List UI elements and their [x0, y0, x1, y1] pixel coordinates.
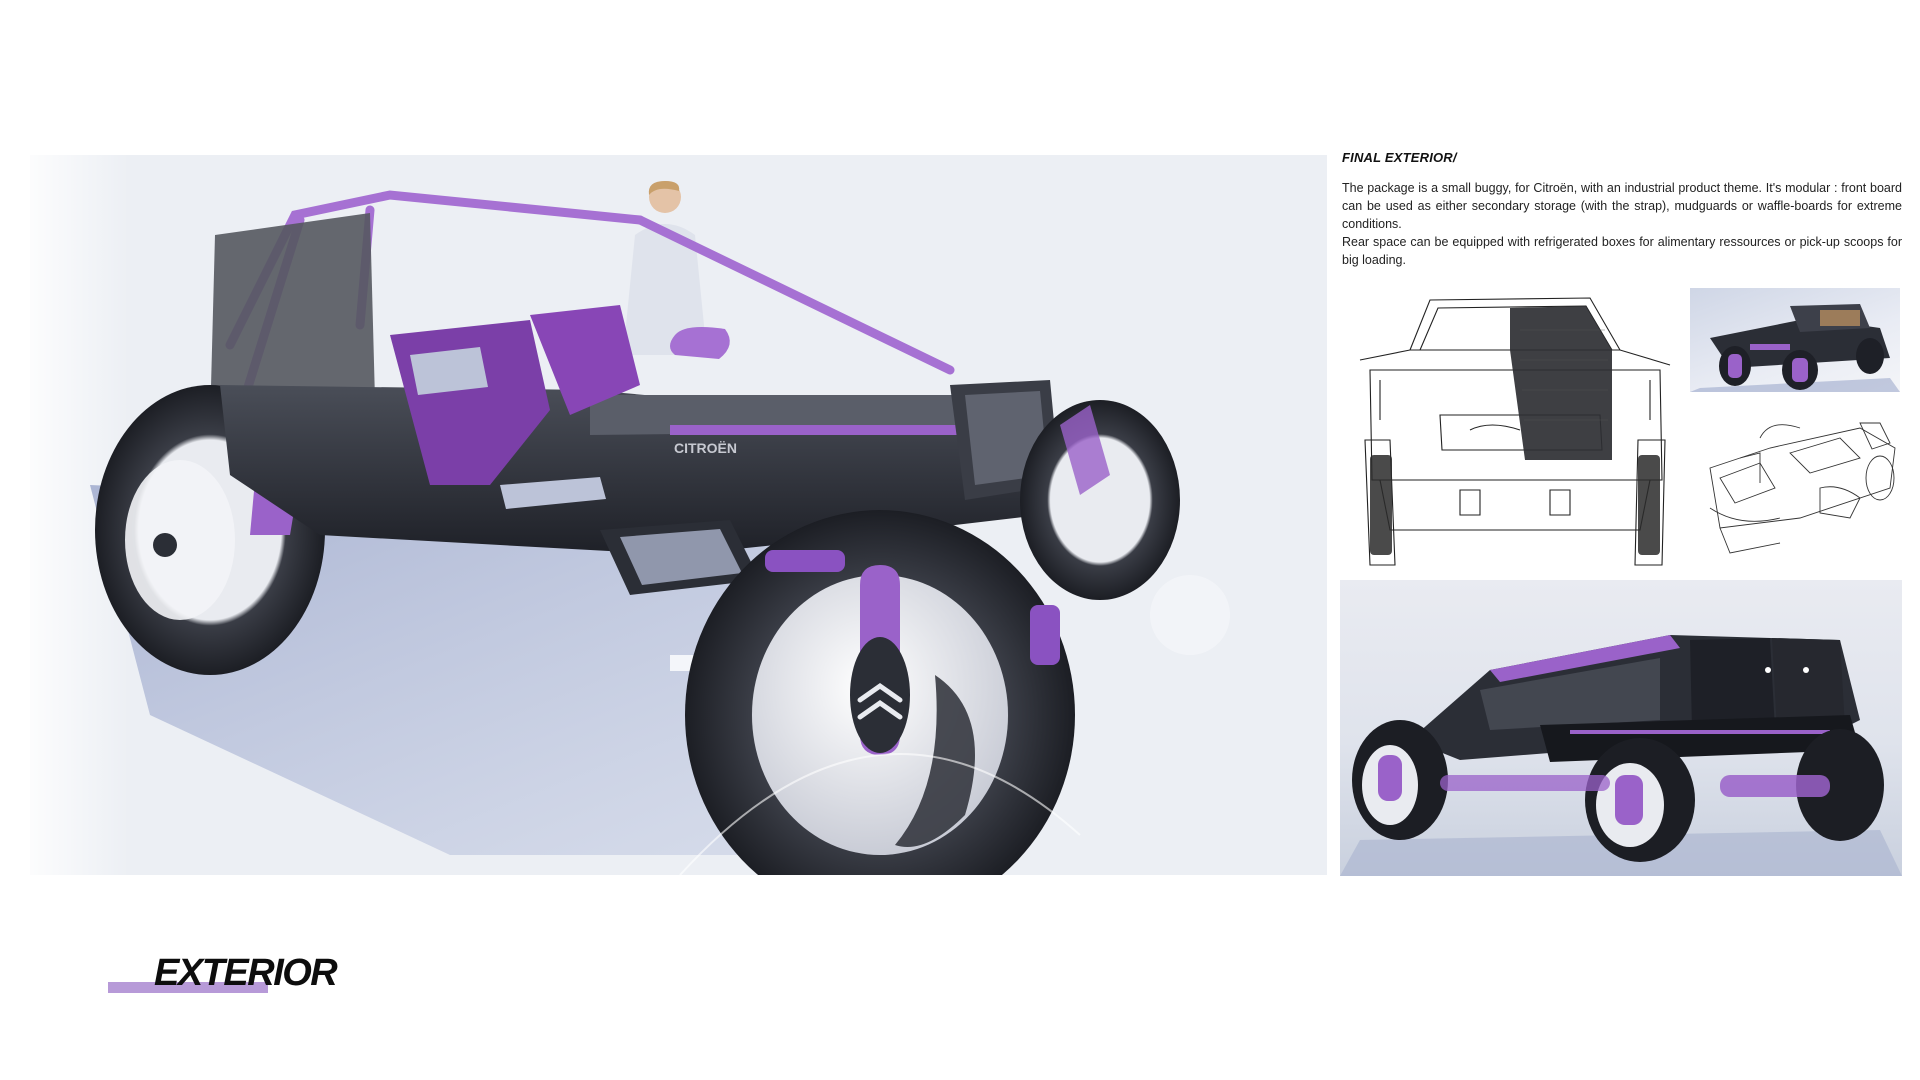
buggy-illustration: CITROËN — [30, 155, 1327, 875]
description-heading: FINAL EXTERIOR/ — [1342, 150, 1457, 165]
front-sketch-drawing — [1359, 297, 1671, 566]
thumbnail-drawing — [1690, 304, 1900, 392]
front-wheel — [685, 510, 1075, 875]
seats — [390, 305, 640, 509]
interior-sketch-drawing — [1709, 422, 1896, 554]
rear-render-drawing — [1340, 635, 1902, 876]
interior-sketch — [1700, 408, 1902, 558]
citroen-chevron-icon — [857, 682, 903, 720]
description-body: The package is a small buggy, for Citroë… — [1342, 179, 1902, 269]
rear-render-wheels — [1352, 720, 1884, 862]
hero-render: CITROËN — [30, 155, 1327, 875]
description-paragraph-2: Rear space can be equipped with refriger… — [1342, 235, 1902, 267]
section-title-label: EXTERIOR — [154, 952, 338, 994]
rear-three-quarter-render — [1340, 580, 1902, 876]
description-block: FINAL EXTERIOR/ The package is a small b… — [1342, 150, 1902, 269]
description-paragraph-1: The package is a small buggy, for Citroë… — [1342, 181, 1902, 231]
section-title-accent-bar — [108, 982, 268, 993]
hero-brand-badge: CITROËN — [674, 440, 737, 456]
person-figure — [623, 181, 707, 355]
thumbnail-render — [1690, 288, 1900, 392]
front-view-sketch — [1350, 290, 1680, 570]
